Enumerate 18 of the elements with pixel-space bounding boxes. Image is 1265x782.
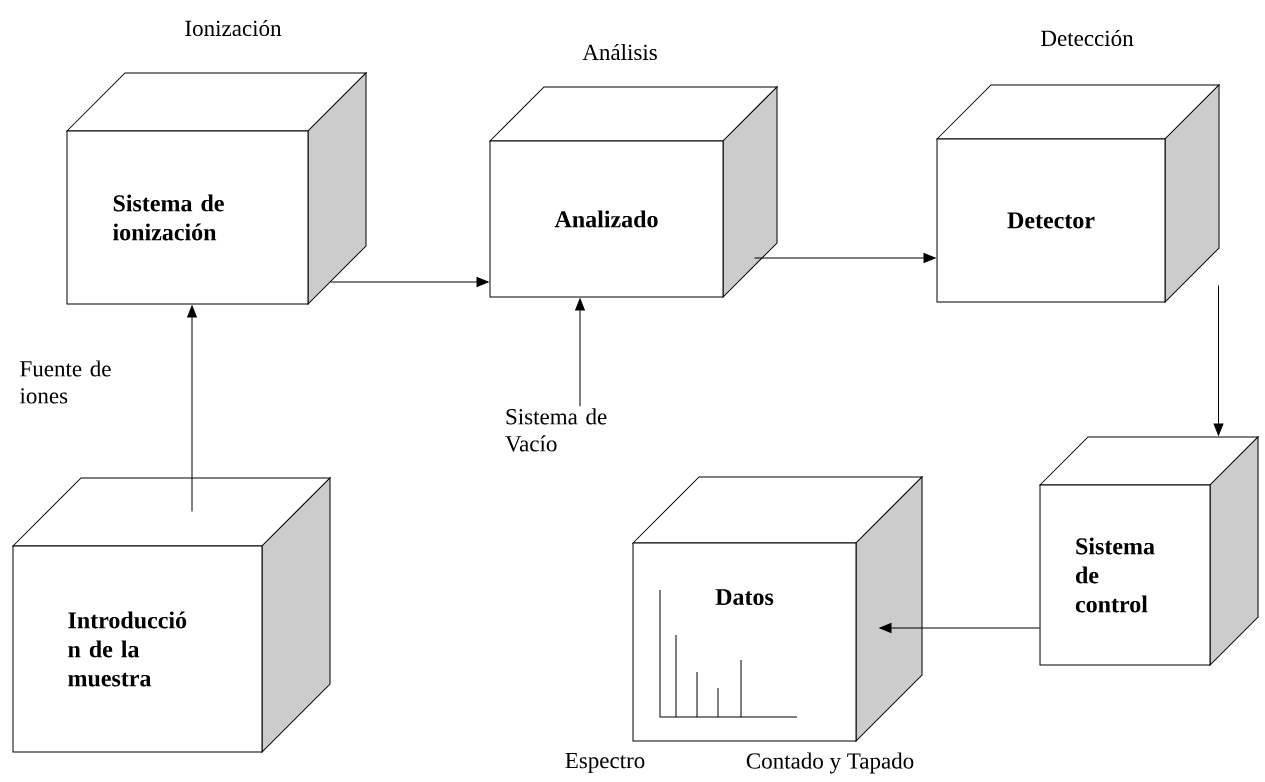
edge-label: Fuente de iones <box>20 360 111 404</box>
cube: Analizado <box>489 86 778 298</box>
cube: Sistema de ionización <box>66 72 367 305</box>
arrow <box>575 298 585 407</box>
cube: Detector <box>936 84 1220 303</box>
caption-text: Análisis <box>582 43 657 61</box>
cube: Datos <box>632 476 923 742</box>
arrow <box>330 277 489 287</box>
arrow <box>1213 285 1224 436</box>
cube: Sistema de control <box>1039 436 1259 666</box>
cube: Introducció n de la muestra <box>12 477 331 753</box>
arrow <box>187 305 197 512</box>
caption-text: Espectro <box>565 753 645 773</box>
caption-text: Detección <box>1041 29 1134 47</box>
caption-text: Ionización <box>185 19 282 37</box>
arrow <box>879 623 1040 633</box>
text-label: Sistema de Vacío <box>505 408 607 452</box>
caption-text: Contado y Tapado <box>746 752 914 774</box>
